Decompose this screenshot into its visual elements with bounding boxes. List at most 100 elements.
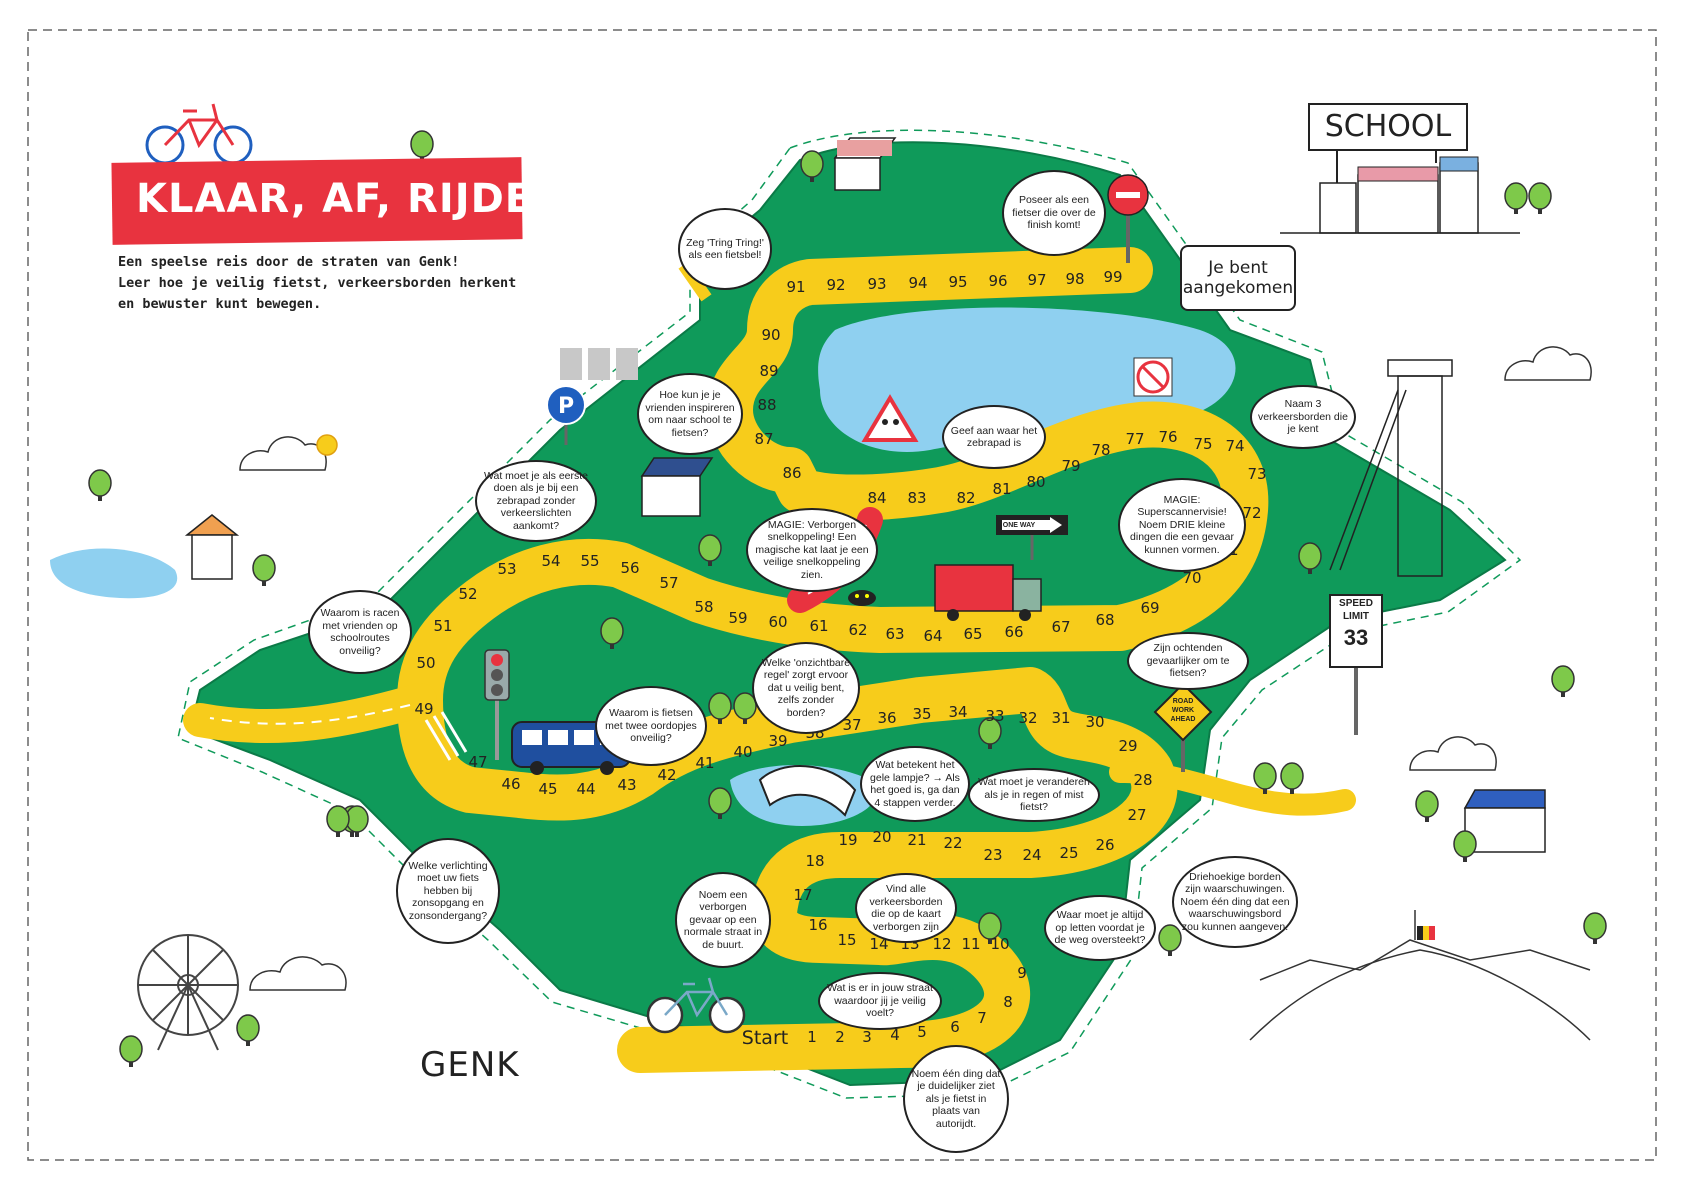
house-middle [640, 457, 714, 517]
board-square: 19 [838, 831, 858, 849]
board-square: 76 [1158, 428, 1178, 446]
question-bubble: Vind alle verkeersborden die op de kaart… [855, 873, 957, 943]
no-entry-sign [1107, 174, 1149, 263]
board-square: 15 [837, 931, 857, 949]
board-square: 40 [733, 743, 753, 761]
board-square: 28 [1133, 771, 1153, 789]
subtitle-line: Leer hoe je veilig fietst, verkeersborde… [118, 275, 517, 291]
house-right [1463, 789, 1546, 853]
board-square: 58 [694, 598, 714, 616]
subtitle-line: en bewuster kunt bewegen. [118, 296, 322, 312]
board-square: 29 [1118, 737, 1138, 755]
question-bubble: Noem één ding dat je duidelijker ziet al… [903, 1045, 1009, 1153]
road-work-sign [1153, 682, 1213, 772]
board-square: 23 [983, 846, 1003, 864]
board-square: 9 [1017, 964, 1027, 982]
speed-label: SPEED [1339, 598, 1373, 609]
board-square: 93 [867, 275, 887, 293]
board-square: 12 [932, 935, 952, 953]
question-bubble: Geef aan waar het zebrapad is [942, 405, 1046, 469]
board-square: 50 [416, 654, 436, 672]
board-square: 84 [867, 489, 887, 507]
board-square: 51 [433, 617, 453, 635]
ferris-wheel [137, 934, 239, 1051]
board-square: 17 [793, 886, 813, 904]
board-square: 47 [468, 753, 488, 771]
board-square: 72 [1242, 504, 1262, 522]
cloud-right [1504, 346, 1592, 381]
board-square: 78 [1091, 441, 1111, 459]
question-bubble: Wat moet je als eerste doen als je bij e… [475, 460, 597, 542]
board-square: 4 [890, 1026, 900, 1044]
question-bubble: Zijn ochtenden gevaarlijker om te fietse… [1127, 632, 1249, 690]
board-square: 41 [695, 754, 715, 772]
board-square: 83 [907, 489, 927, 507]
question-bubble: MAGIE: Verborgen snelkoppeling! Een magi… [746, 508, 878, 592]
board-square: 27 [1127, 806, 1147, 824]
question-bubble: Wat betekent het gele lampje? → Als het … [860, 746, 970, 822]
question-bubble: Wat moet je veranderen als je in regen o… [968, 768, 1100, 822]
board-square: 16 [808, 916, 828, 934]
subtitle: Een speelse reis door de straten van Gen… [118, 252, 578, 315]
hill-fortress [1249, 910, 1591, 1041]
question-bubble: Noem een verborgen gevaar op een normale… [675, 872, 771, 968]
bike-title [145, 103, 253, 165]
board-square: 63 [885, 625, 905, 643]
board-square: 3 [862, 1028, 872, 1046]
svg-text:P: P [558, 394, 574, 419]
board-square: 54 [541, 552, 561, 570]
side-road-right [1109, 760, 1356, 816]
board-square: 62 [848, 621, 868, 639]
start-label: Start [741, 1027, 789, 1049]
board-square: 57 [659, 574, 679, 592]
cloud-right-2 [1409, 736, 1497, 771]
page-frame [27, 29, 1657, 1161]
board-square: 82 [956, 489, 976, 507]
school-buildings [1280, 156, 1520, 234]
question-bubble: Hoe kun je je vrienden inspireren om naa… [637, 373, 743, 455]
board-square: 87 [754, 430, 774, 448]
house-top [833, 137, 897, 191]
board-square: 61 [809, 617, 829, 635]
board-square: 99 [1103, 268, 1123, 286]
question-bubble: Zeg 'Tring Tring!' als een fietsbel! [678, 208, 772, 290]
board-square: 65 [963, 625, 983, 643]
limit-label: LIMIT [1342, 611, 1370, 622]
board-square: 2 [835, 1028, 845, 1046]
board-square: 21 [907, 831, 927, 849]
board-square: 89 [759, 362, 779, 380]
board-square: 66 [1004, 623, 1024, 641]
board-square: 96 [988, 272, 1008, 290]
page-title: KLAAR, AF, RIJDEN! [136, 176, 587, 222]
board-square: 22 [943, 834, 963, 852]
traffic-light [484, 649, 510, 760]
board-square: 31 [1051, 709, 1071, 727]
cat [848, 590, 876, 606]
board-square: 32 [1018, 709, 1038, 727]
board-square: 36 [877, 709, 897, 727]
speed-limit-sign [1329, 594, 1383, 735]
board-square: 97 [1027, 271, 1047, 289]
board-square: 75 [1193, 435, 1213, 453]
board-square: 60 [768, 613, 788, 631]
board-square: 20 [872, 828, 892, 846]
board-square: 73 [1247, 465, 1267, 483]
parking-sign: P [546, 385, 586, 445]
board-square: 42 [657, 766, 677, 784]
board-square: 30 [1085, 713, 1105, 731]
cloud-left [239, 436, 327, 471]
board-square: 11 [961, 935, 981, 953]
sun [316, 434, 338, 456]
parking-slots [560, 348, 638, 380]
board-square: 34 [948, 703, 968, 721]
bridge [758, 765, 857, 817]
board-square: 88 [757, 396, 777, 414]
question-bubble: Waarom is racen met vrienden op schoolro… [308, 590, 412, 674]
question-bubble: Driehoekige borden zijn waarschuwingen. … [1172, 856, 1298, 948]
board-square: 39 [768, 732, 788, 750]
board-square: 95 [948, 273, 968, 291]
board-square: 80 [1026, 473, 1046, 491]
city-label: GENK [420, 1045, 520, 1085]
question-bubble: Waarom is fietsen met twee oordopjes onv… [595, 686, 707, 766]
